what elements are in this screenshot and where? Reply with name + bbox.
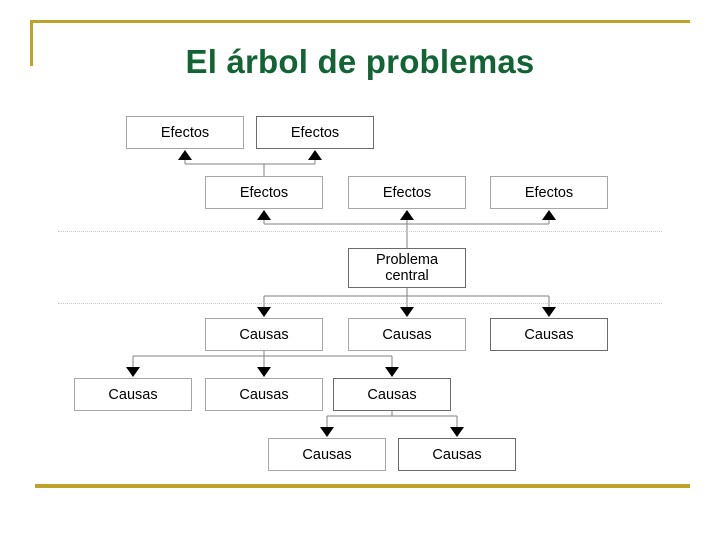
sep-causes bbox=[58, 303, 662, 304]
arrowhead-down-c3 bbox=[542, 307, 556, 317]
arrowhead-down-c7 bbox=[320, 427, 334, 437]
node-c8-cause[interactable]: Causas bbox=[398, 438, 516, 471]
arrowhead-down-c1 bbox=[257, 307, 271, 317]
accent-rule-left bbox=[30, 20, 33, 66]
arrowhead-up-e2 bbox=[308, 150, 322, 160]
node-c4-cause[interactable]: Causas bbox=[74, 378, 192, 411]
node-e2-effect[interactable]: Efectos bbox=[256, 116, 374, 149]
arrowhead-down-c6 bbox=[385, 367, 399, 377]
node-c2-cause[interactable]: Causas bbox=[348, 318, 466, 351]
page-title: El árbol de problemas bbox=[185, 43, 535, 80]
node-c6-cause[interactable]: Causas bbox=[333, 378, 451, 411]
sep-effects bbox=[58, 231, 662, 232]
node-e4-effect[interactable]: Efectos bbox=[348, 176, 466, 209]
node-c7-cause[interactable]: Causas bbox=[268, 438, 386, 471]
arrowhead-up-e4 bbox=[400, 210, 414, 220]
arrowhead-up-e1 bbox=[178, 150, 192, 160]
arrowhead-down-c5 bbox=[257, 367, 271, 377]
arrowhead-down-c4 bbox=[126, 367, 140, 377]
node-e1-effect[interactable]: Efectos bbox=[126, 116, 244, 149]
node-c3-cause[interactable]: Causas bbox=[490, 318, 608, 351]
node-c1-cause[interactable]: Causas bbox=[205, 318, 323, 351]
node-p1-central[interactable]: Problema central bbox=[348, 248, 466, 288]
node-e3-effect[interactable]: Efectos bbox=[205, 176, 323, 209]
node-e5-effect[interactable]: Efectos bbox=[490, 176, 608, 209]
arrowhead-up-e5 bbox=[542, 210, 556, 220]
arrowhead-down-c8 bbox=[450, 427, 464, 437]
arrowhead-down-c2 bbox=[400, 307, 414, 317]
accent-rule-top bbox=[30, 20, 690, 23]
node-c5-cause[interactable]: Causas bbox=[205, 378, 323, 411]
arrowhead-up-e3 bbox=[257, 210, 271, 220]
accent-rule-bottom bbox=[35, 484, 690, 488]
